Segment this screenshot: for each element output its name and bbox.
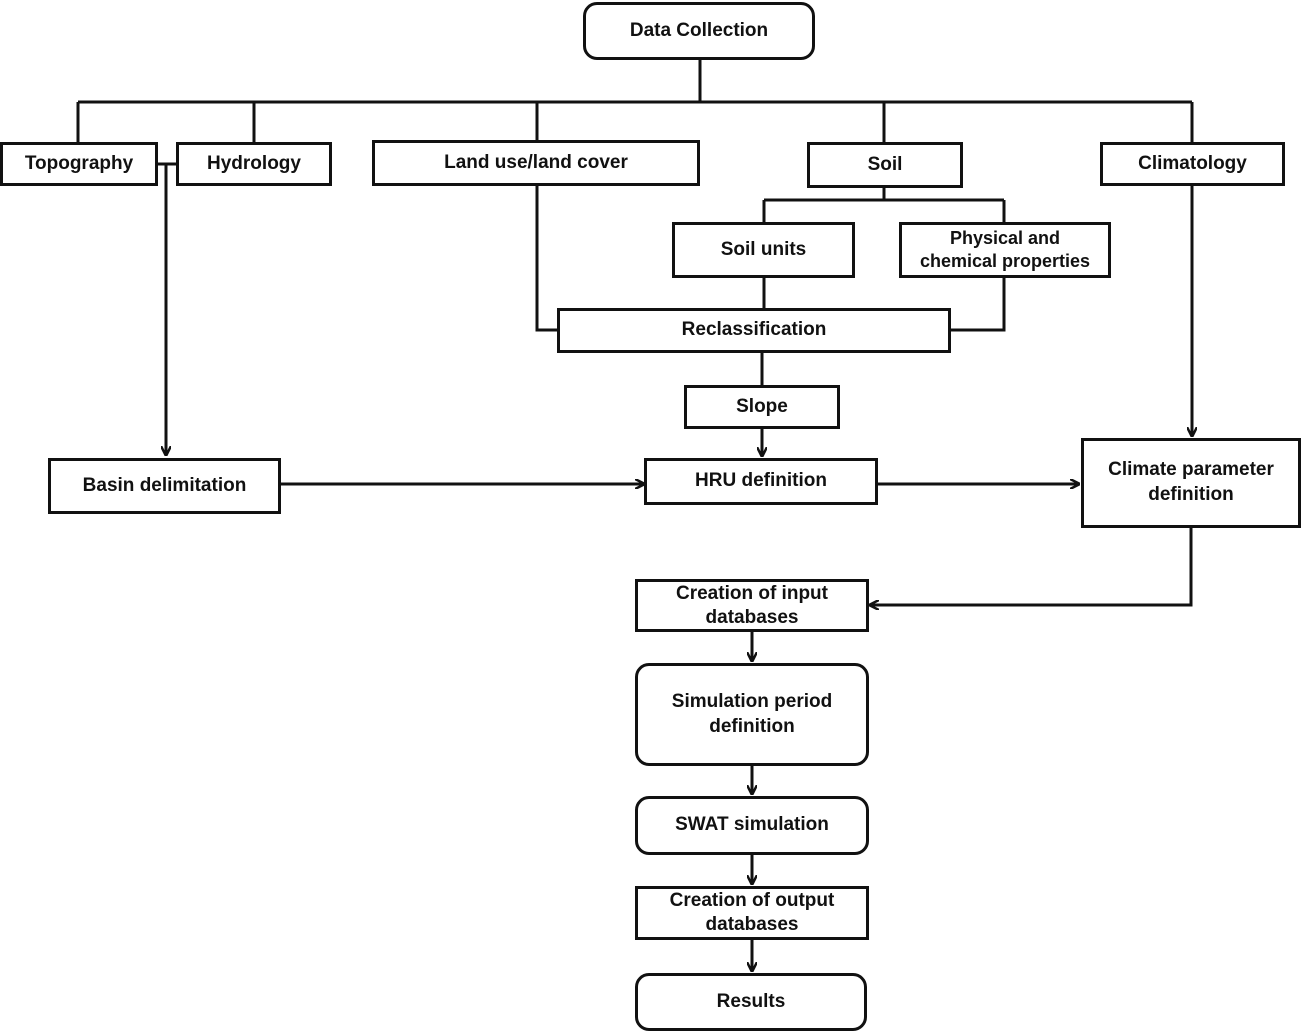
basin-delimitation-node: Basin delimitation: [48, 458, 281, 514]
slope-node: Slope: [684, 385, 840, 429]
land-use-node: Land use/land cover: [372, 140, 700, 186]
soil-node: Soil: [807, 142, 963, 188]
reclassification-node: Reclassification: [557, 308, 951, 353]
hru-definition-node: HRU definition: [644, 458, 878, 505]
topography-node: Topography: [0, 142, 158, 186]
simulation-period-node: Simulation period definition: [635, 663, 869, 766]
hydrology-node: Hydrology: [176, 142, 332, 186]
climate-parameter-node: Climate parameter definition: [1081, 438, 1301, 528]
connector-physical-to-reclass: [951, 278, 1006, 332]
data-collection-node: Data Collection: [583, 2, 815, 60]
results-node: Results: [635, 973, 867, 1031]
input-databases-node: Creation of input databases: [635, 579, 869, 632]
physical-chemical-node: Physical and chemical properties: [899, 222, 1111, 278]
connector-landuse-to-reclass: [535, 186, 557, 332]
soil-units-node: Soil units: [672, 222, 855, 278]
swat-simulation-node: SWAT simulation: [635, 796, 869, 855]
output-databases-node: Creation of output databases: [635, 886, 869, 940]
climatology-node: Climatology: [1100, 142, 1285, 186]
connector-climate-to-input: [870, 528, 1193, 605]
